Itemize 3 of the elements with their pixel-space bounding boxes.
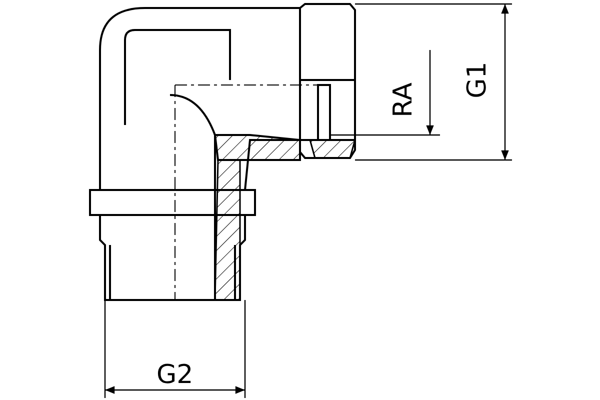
dimension-label: G2 — [156, 362, 194, 388]
dimension-label: RA — [390, 82, 416, 118]
dimension-label: G1 — [464, 62, 490, 98]
